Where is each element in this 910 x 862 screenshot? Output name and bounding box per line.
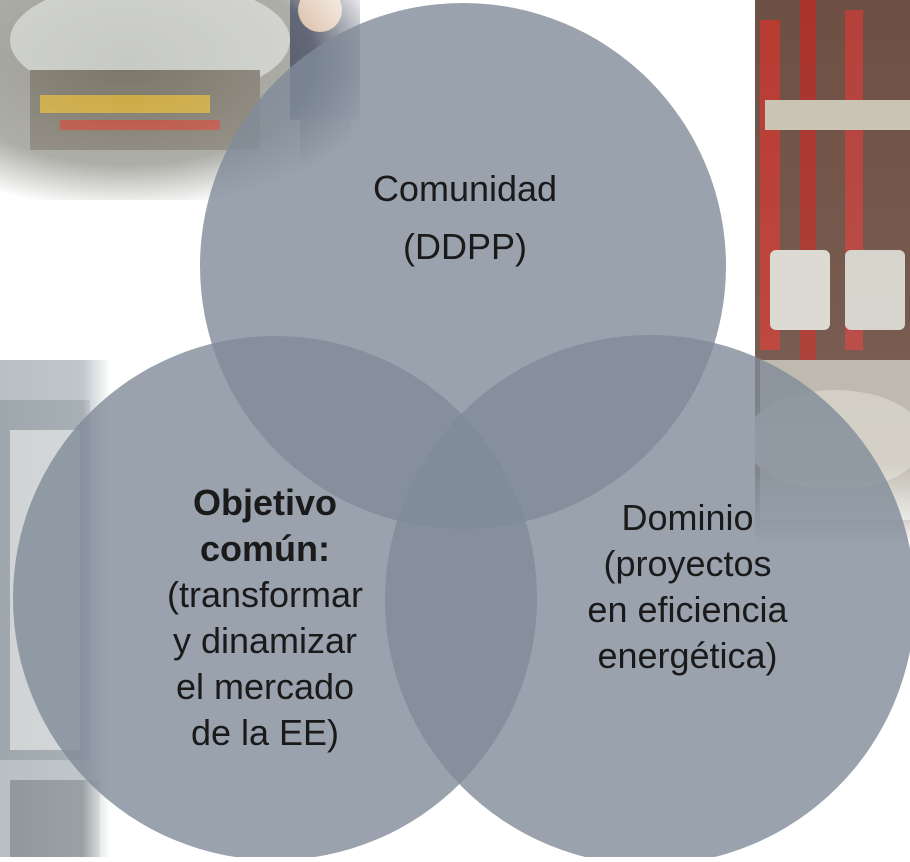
top-label-line-1: Comunidad bbox=[372, 168, 558, 209]
left-circle-label: Objetivo común: (transformar y dinamizar… bbox=[105, 480, 425, 756]
left-label-bold-1: Objetivo bbox=[192, 482, 338, 523]
left-label-bold-2: común: bbox=[200, 528, 330, 569]
right-label-line-3: en eficiencia bbox=[587, 589, 788, 630]
left-label-line-2: y dinamizar bbox=[172, 620, 358, 661]
right-label-line-4: energética) bbox=[597, 635, 778, 676]
left-label-line-4: de la EE) bbox=[190, 712, 340, 753]
top-label-line-2: (DDPP) bbox=[403, 226, 527, 267]
venn-circle-top bbox=[200, 3, 726, 529]
right-label-line-2: (proyectos bbox=[603, 543, 772, 584]
left-label-line-1: (transformar bbox=[166, 574, 364, 615]
left-label-line-3: el mercado bbox=[175, 666, 355, 707]
right-label-line-1: Dominio bbox=[621, 497, 754, 538]
top-circle-label: Comunidad (DDPP) bbox=[330, 160, 600, 276]
right-circle-label: Dominio (proyectos en eficiencia energét… bbox=[535, 495, 840, 679]
